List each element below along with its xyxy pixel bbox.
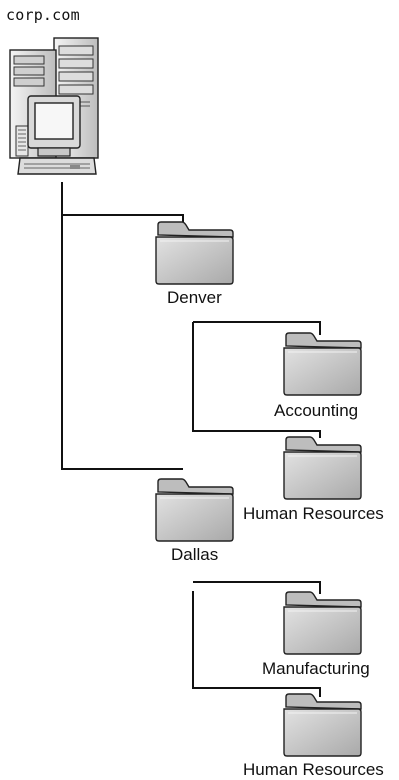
ou-label-denver-human-resources: Human Resources bbox=[243, 504, 384, 523]
connector-domain bbox=[61, 182, 183, 470]
connector-dallas-manufacturing bbox=[193, 581, 321, 594]
folder-icon-dallas-human-resources bbox=[283, 693, 362, 757]
ou-label-dallas-human-resources: Human Resources bbox=[243, 760, 384, 779]
folder-icon-denver-human-resources bbox=[283, 436, 362, 500]
ou-label-denver: Denver bbox=[167, 288, 222, 307]
ou-label-denver-accounting: Accounting bbox=[274, 401, 359, 420]
ou-label-dallas: Dallas bbox=[171, 545, 219, 564]
folder-icon-denver-accounting bbox=[283, 332, 362, 396]
connector-denver-hr bbox=[192, 322, 321, 438]
domain-label: corp.com bbox=[6, 6, 80, 24]
tree-connectors bbox=[61, 182, 321, 697]
folder-icon-dallas bbox=[155, 478, 234, 542]
connector-dallas-hr bbox=[192, 591, 321, 697]
folder-icon-denver bbox=[155, 221, 234, 285]
folder-icon-dallas-manufacturing bbox=[283, 591, 362, 655]
connector-domain-denver bbox=[62, 214, 184, 224]
ou-label-dallas-manufacturing: Manufacturing bbox=[262, 659, 370, 678]
server-icon bbox=[9, 37, 99, 175]
connector-denver-accounting bbox=[193, 321, 321, 335]
